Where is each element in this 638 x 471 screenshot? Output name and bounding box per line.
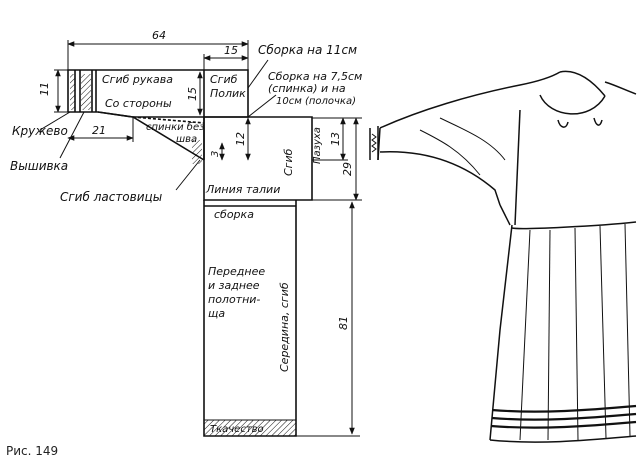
dress-cuff-embroidery — [371, 133, 377, 153]
dim-15-side-label: 15 — [186, 87, 199, 101]
dim-3-label: 3 — [210, 151, 221, 157]
armpit-label: Пазуха — [312, 127, 323, 164]
dim-11-label: 11 — [38, 82, 51, 96]
embroidery-band — [81, 74, 91, 110]
gusset-hatch — [192, 140, 202, 164]
dress-illustration — [369, 70, 637, 443]
panels-label-4: ща — [208, 307, 225, 320]
fold-label: Сгиб — [282, 148, 295, 176]
dim-15-top-label: 15 — [224, 44, 238, 57]
panels-label-1: Переднее — [208, 265, 265, 278]
embroidery-label: Вышивка — [10, 159, 68, 173]
middle-fold-label: Середина, сгиб — [278, 282, 291, 372]
gathering-label: сборка — [214, 208, 254, 221]
dim-21-label: 21 — [92, 124, 106, 137]
side-seam-label: Со стороны — [105, 97, 172, 110]
lace-label: Кружево — [12, 124, 68, 138]
dimension-lines — [39, 40, 362, 437]
gather-line-3: 10см (полочка) — [276, 96, 356, 107]
dim-12-label: 12 — [234, 132, 247, 146]
fold-polik-label-1: Сгиб — [210, 73, 238, 86]
dim-81-label: 81 — [337, 316, 350, 330]
gather-line-1: Сборка на 7,5см — [268, 70, 362, 83]
panels-label-3: полотни- — [208, 293, 260, 306]
lace-band — [70, 74, 75, 110]
waist-line-label: Линия талии — [205, 183, 280, 196]
gather-line-2: (спинка) и на — [268, 82, 346, 95]
back-no-seam-label-2: шва — [176, 134, 197, 145]
sleeve-fold-label: Сгиб рукава — [102, 73, 173, 86]
dress-hem-bands — [490, 404, 637, 429]
back-no-seam-label-1: спинки без — [146, 121, 204, 133]
figure-caption: Рис. 149 — [6, 444, 59, 458]
panels-label-2: и заднее — [208, 279, 260, 292]
dim-13-label: 13 — [329, 132, 342, 146]
gather-11-label: Сборка на 11см — [258, 43, 357, 57]
fold-polik-label-2: Полик — [210, 87, 246, 100]
dim-64-label: 64 — [152, 29, 166, 42]
gusset-fold-label: Сгиб ластовицы — [60, 190, 162, 204]
pattern-labels: 64 15 Сборка на 11см Сборка на 7,5см (сп… — [10, 29, 362, 435]
weave-band — [203, 419, 297, 437]
dim-29-label: 29 — [341, 162, 354, 176]
weave-label: Ткачество — [210, 424, 264, 435]
